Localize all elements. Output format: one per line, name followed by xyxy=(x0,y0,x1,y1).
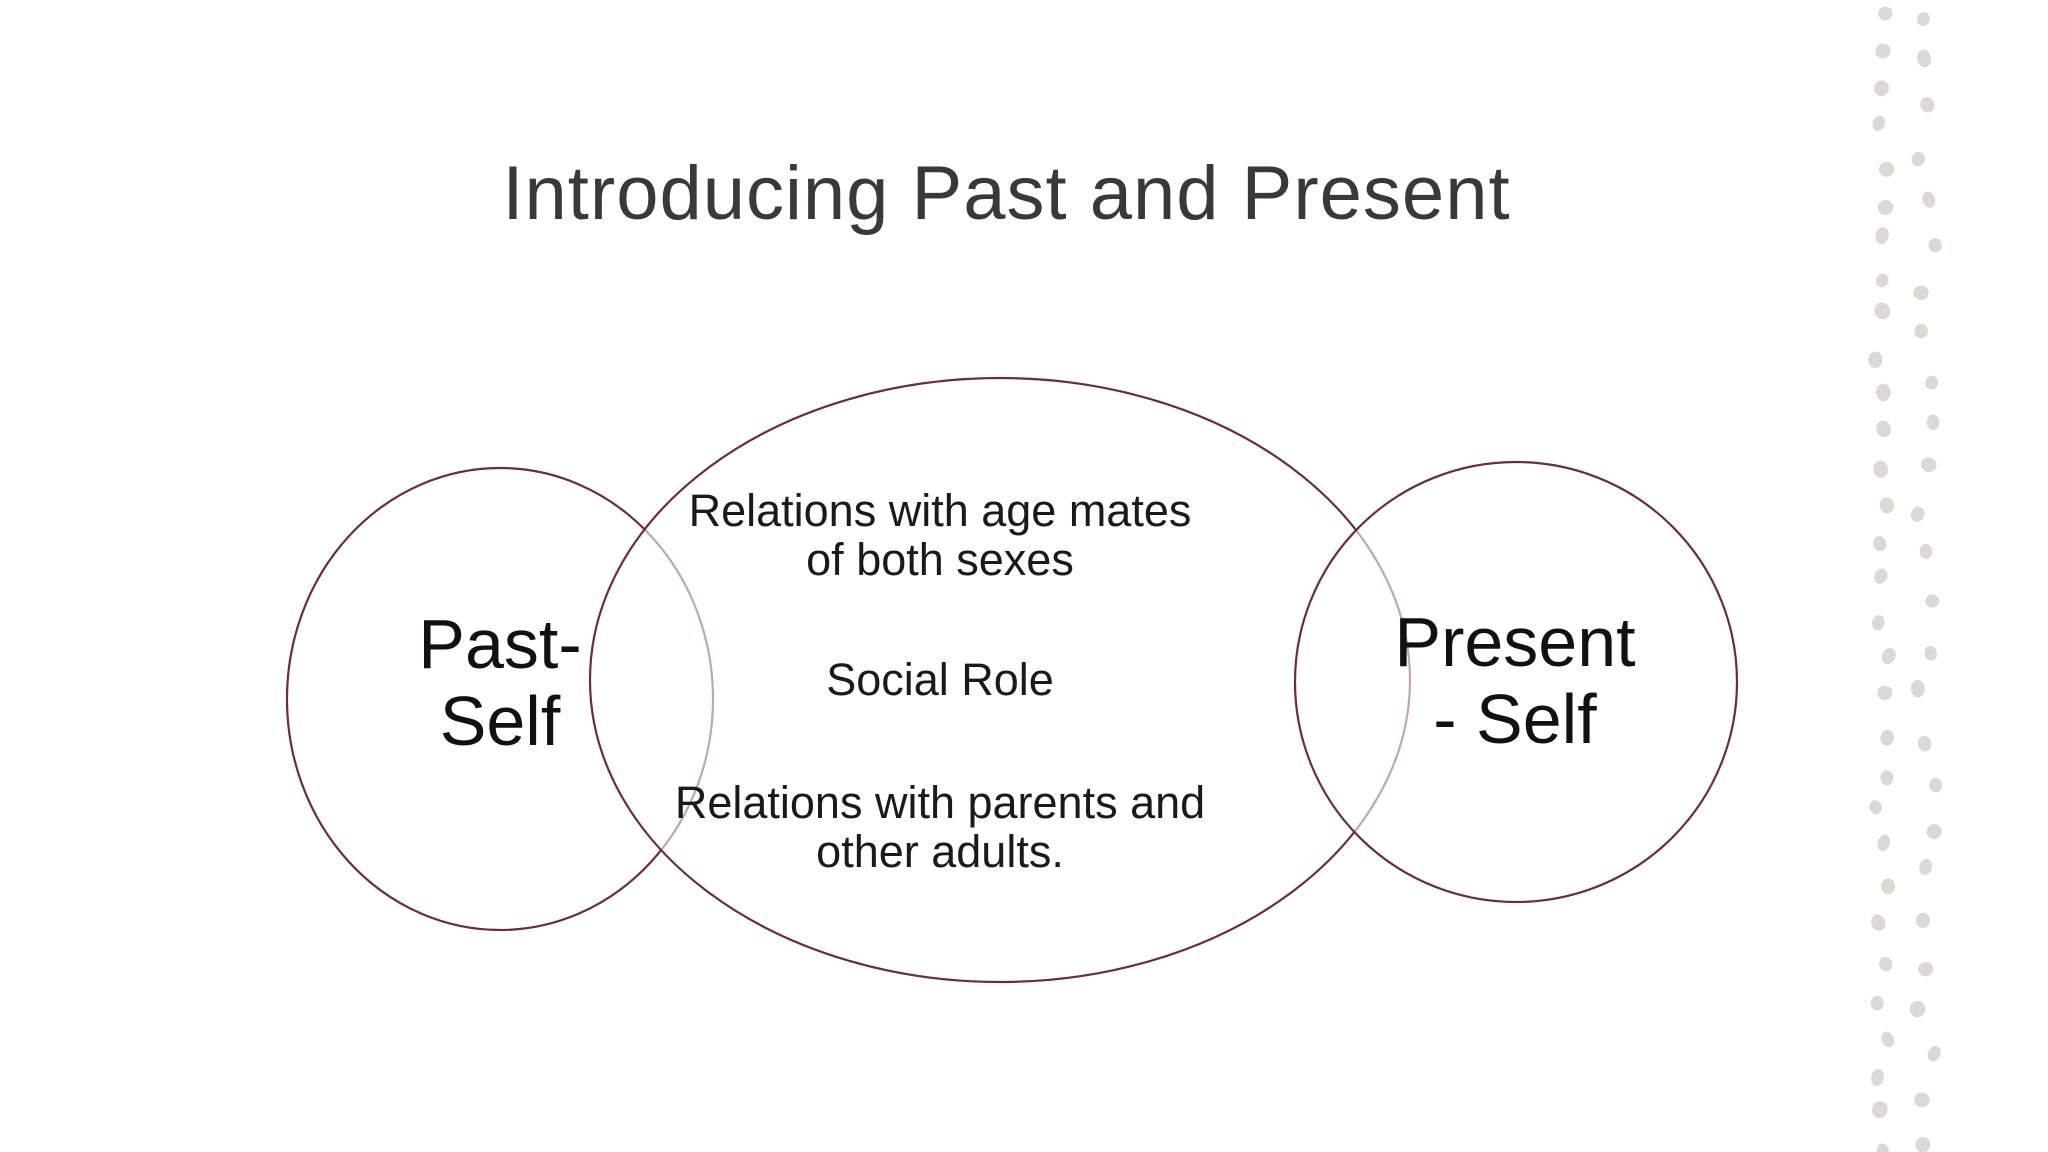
present-self-circle xyxy=(1293,460,1739,904)
dotted-texture-decoration xyxy=(1868,6,1943,1152)
overlap-item-social-role: Social Role xyxy=(826,654,1054,705)
slide-title: Introducing Past and Present xyxy=(502,151,1511,236)
overlap-item-parents: Relations with parents and other adults. xyxy=(674,777,1206,877)
overlap-item-age-mates: Relations with age mates of both sexes xyxy=(688,485,1192,585)
past-self-label: Past- Self xyxy=(418,605,582,760)
present-self-label: Present - Self xyxy=(1394,603,1636,758)
